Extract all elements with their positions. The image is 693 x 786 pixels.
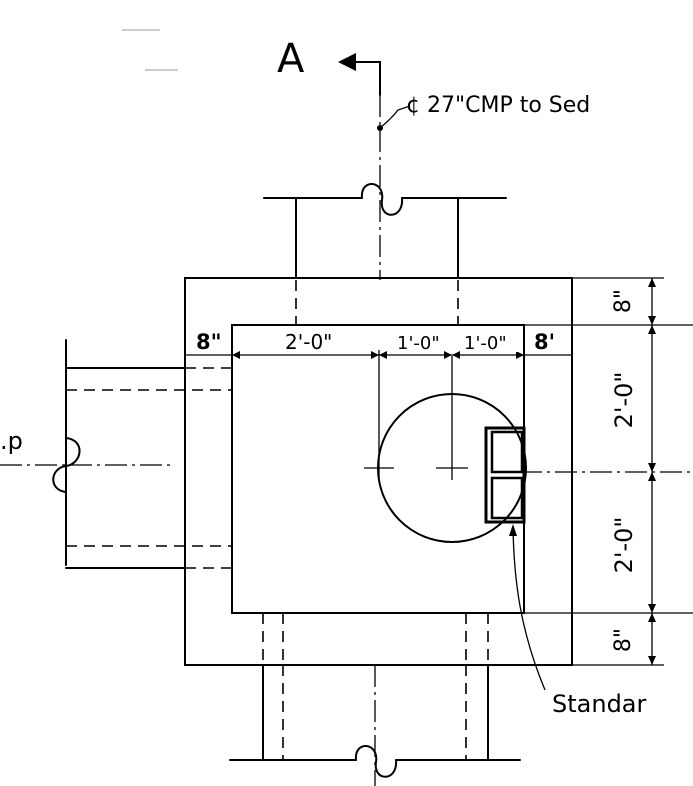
dim-arrow-icon	[371, 351, 379, 359]
standard-inlet-frame	[484, 426, 526, 524]
dim-arrow-icon	[648, 316, 656, 325]
dim-arrow-icon	[648, 656, 656, 665]
dim-wall-left: 8"	[196, 330, 222, 354]
dim-arrow-icon	[452, 351, 460, 359]
dim-inner-upper: 2'-0"	[610, 372, 638, 429]
dim-arrow-icon	[648, 613, 656, 622]
inlet-leader-arrow-icon	[509, 524, 517, 536]
top-pipe-break-symbol	[360, 183, 404, 216]
dim-inner-mid: 1'-0"	[397, 333, 440, 354]
dim-label-bg	[394, 330, 440, 352]
leader-line	[379, 105, 411, 129]
dim-label-bg	[282, 330, 348, 352]
dim-wall-bottom: 8"	[611, 628, 636, 652]
dim-arrow-icon	[444, 351, 452, 359]
dim-arrow-icon	[379, 351, 387, 359]
dim-arrow-icon	[648, 472, 656, 481]
dim-label-bg	[194, 330, 228, 352]
section-arrow-icon	[338, 53, 381, 96]
pipe-top-label: ¢ 27"CMP to Sed	[406, 93, 590, 118]
dim-arrow-icon	[648, 604, 656, 613]
inlet-label: Standar	[552, 690, 647, 718]
dim-label-bg	[462, 330, 518, 352]
dim-arrow-icon	[516, 351, 524, 359]
dim-arrow-icon	[232, 351, 240, 359]
dim-inner-right: 1'-0"	[464, 333, 507, 354]
bottom-pipe-break-symbol	[354, 745, 398, 778]
dim-arrow-icon	[648, 463, 656, 472]
dim-wall-top: 8"	[611, 289, 636, 313]
dim-inner-lower: 2'-0"	[610, 517, 638, 574]
section-marker-letter: A	[277, 36, 305, 82]
pipe-left-label: .p	[0, 427, 23, 455]
dim-arrow-icon	[648, 325, 656, 334]
inlet-leader-line	[512, 527, 546, 691]
dim-wall-right: 8'	[534, 330, 555, 354]
dim-arrow-icon	[648, 278, 656, 287]
left-pipe-break-symbol	[52, 437, 81, 493]
dim-inner-left: 2'-0"	[285, 330, 332, 354]
dim-label-bg	[531, 330, 563, 352]
